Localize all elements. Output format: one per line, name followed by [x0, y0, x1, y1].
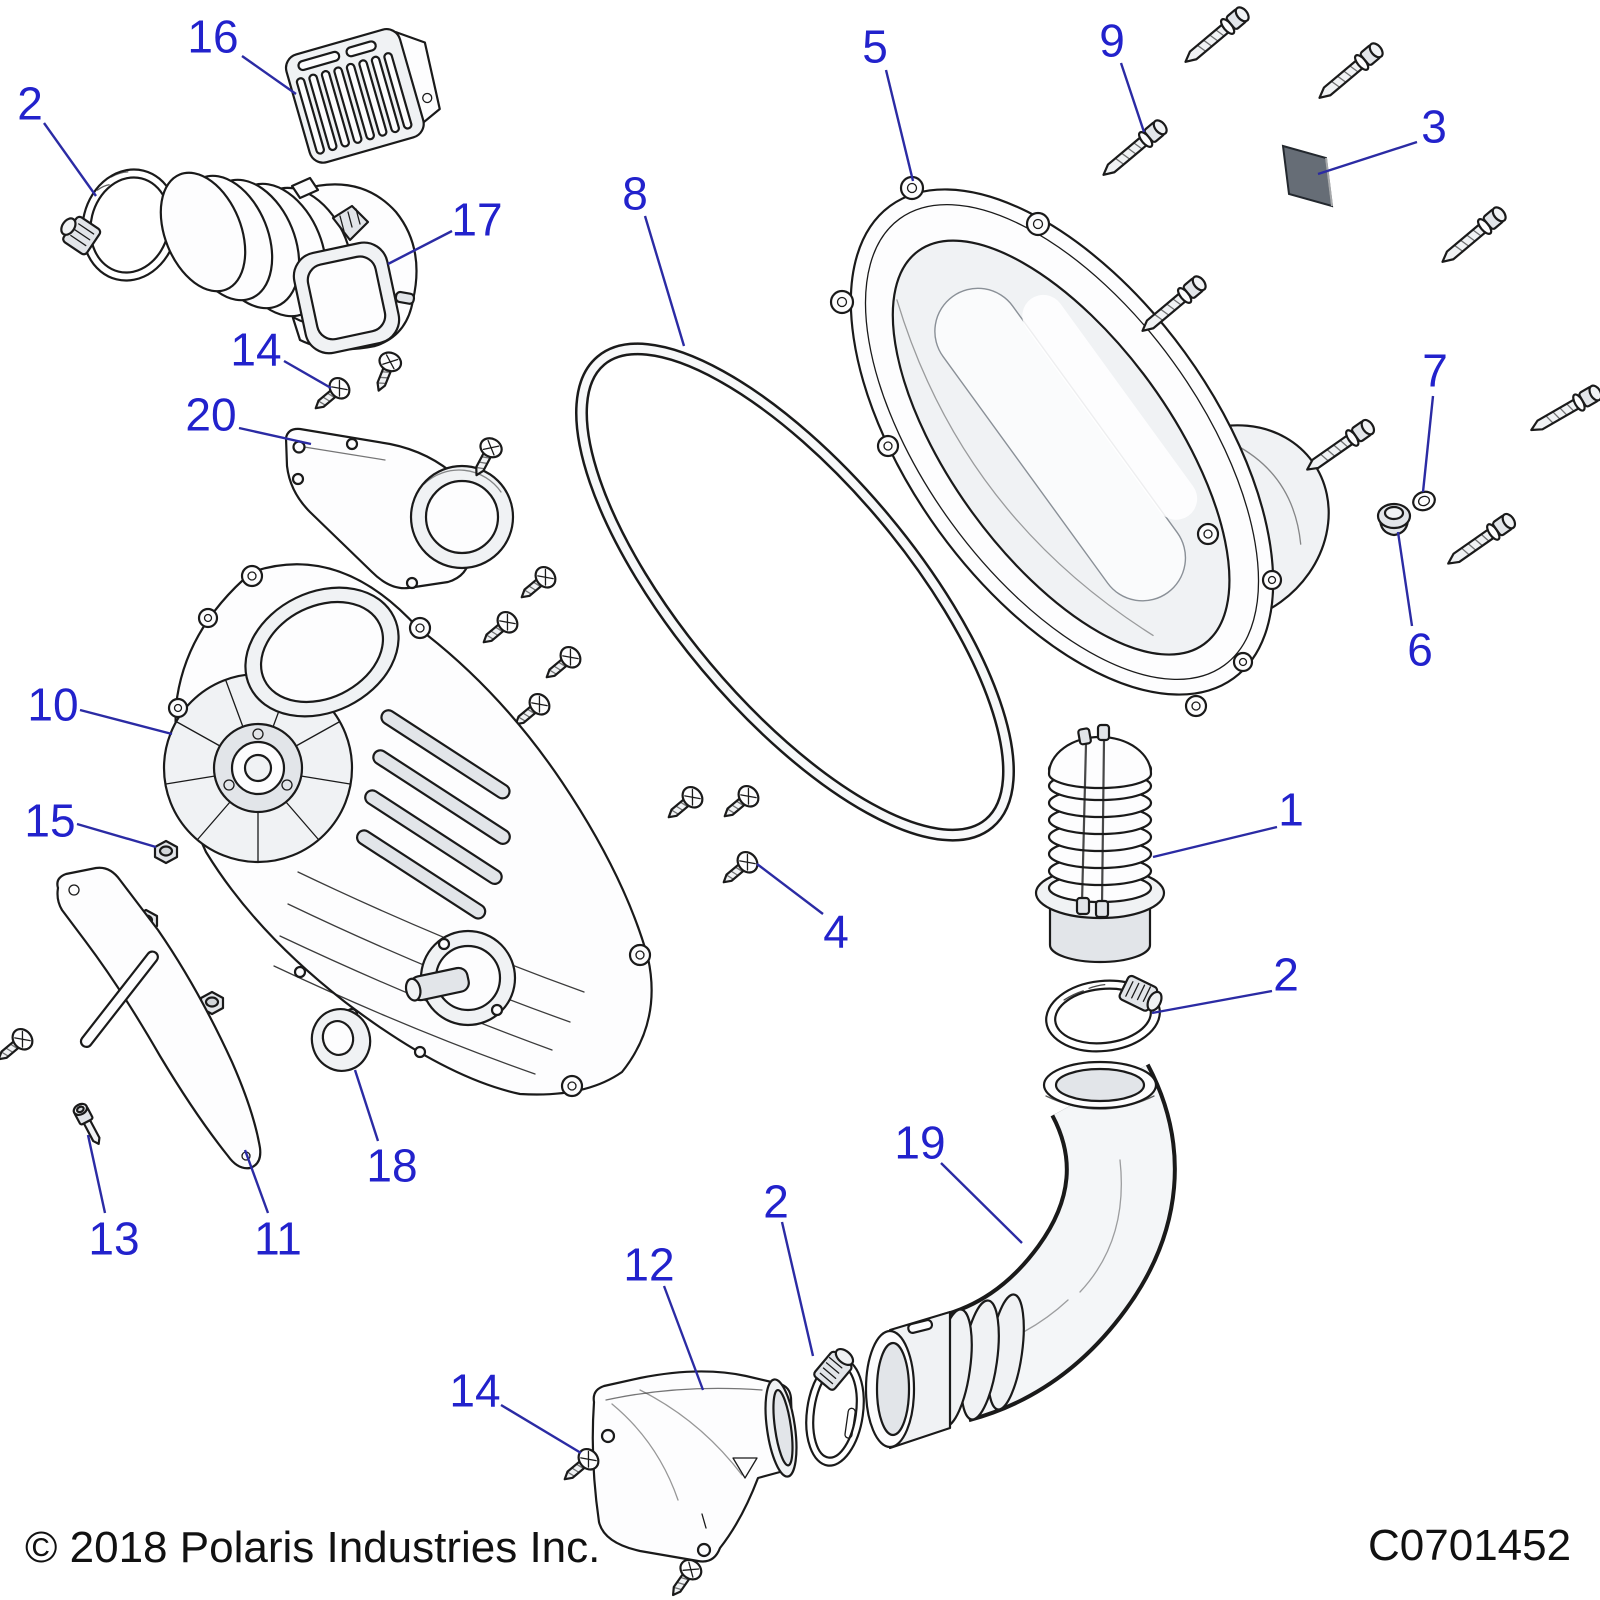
- screw-icon: [513, 561, 561, 607]
- leader-line-14: [500, 1403, 582, 1455]
- screw-icon: [475, 606, 523, 652]
- bolt-icon: [1096, 116, 1171, 183]
- callout-19: 19: [894, 1117, 945, 1169]
- callout-18: 18: [366, 1140, 417, 1192]
- leader-line-4: [756, 863, 824, 915]
- screw-icon: [660, 781, 708, 827]
- leader-line-2: [1151, 989, 1273, 1015]
- bolt-icon: [1312, 39, 1387, 106]
- callout-14: 14: [230, 324, 281, 376]
- part-19-intake-hose: [864, 1060, 1177, 1450]
- screw-icon: [367, 348, 405, 396]
- leader-line-14: [283, 359, 332, 390]
- cover-lugs: [167, 564, 652, 1098]
- part-18-seal-ring: [310, 1008, 372, 1072]
- callout-3: 3: [1421, 101, 1447, 153]
- callout-13: 13: [88, 1213, 139, 1265]
- callout-2: 2: [1273, 949, 1299, 1001]
- screw-icon: [716, 780, 764, 826]
- callout-6: 6: [1407, 624, 1433, 676]
- callout-4: 4: [823, 906, 849, 958]
- leader-line-10: [79, 708, 173, 736]
- part-2-hose-clamp-c: [805, 1347, 865, 1467]
- callout-17: 17: [451, 194, 502, 246]
- part-17-duct-boot: [159, 171, 418, 355]
- bolt-icon: [1178, 3, 1253, 70]
- leader-line-2: [43, 122, 97, 197]
- callout-14: 14: [449, 1365, 500, 1417]
- part-10-inner-clutch-cover: [162, 563, 653, 1098]
- callout-10: 10: [27, 679, 78, 731]
- leader-line-2: [780, 1221, 815, 1357]
- part-3-decal: [1281, 144, 1334, 208]
- leader-line-16: [241, 55, 297, 95]
- part-20-duct-adapter: [284, 427, 515, 590]
- screw-icon: [662, 1554, 707, 1600]
- screw-icon: [307, 372, 355, 418]
- diagram-code-text: C0701452: [1368, 1521, 1571, 1570]
- callout-2: 2: [17, 78, 43, 130]
- leader-line-15: [76, 822, 157, 849]
- part-1-intake-breather: [1034, 723, 1166, 964]
- bolt-icon: [1435, 203, 1510, 270]
- copyright-text: © 2018 Polaris Industries Inc.: [25, 1523, 600, 1572]
- part-12-intake-duct: [591, 1370, 798, 1563]
- part-8-drive-belt: [575, 342, 1015, 842]
- leader-line-18: [353, 1069, 380, 1142]
- leader-line-20: [238, 426, 312, 446]
- leader-line-12: [662, 1285, 705, 1391]
- nut-icon: [153, 839, 179, 865]
- leader-line-19: [940, 1162, 1023, 1244]
- screw-icon: [715, 846, 763, 892]
- leader-line-5: [884, 69, 915, 182]
- bolt-icon: [1300, 415, 1379, 479]
- leader-line-3: [1317, 140, 1418, 176]
- callout-2: 2: [763, 1176, 789, 1228]
- callout-15: 15: [24, 795, 75, 847]
- leader-line-6: [1396, 531, 1414, 627]
- leader-line-1: [1152, 825, 1278, 859]
- screw-icon: [538, 641, 586, 687]
- callout-12: 12: [623, 1239, 674, 1291]
- bolt-icon: [1525, 381, 1600, 439]
- callout-7: 7: [1422, 345, 1448, 397]
- part-6-plug: [1376, 502, 1412, 537]
- leader-line-13: [86, 1134, 107, 1214]
- callout-11: 11: [254, 1213, 302, 1265]
- callout-9: 9: [1099, 15, 1125, 67]
- part-16-vent-grille: [284, 28, 441, 164]
- part-5-outer-clutch-cover: [829, 175, 1330, 718]
- leader-line-9: [1119, 62, 1146, 133]
- part-2-hose-clamp-b: [1045, 974, 1163, 1053]
- bolt-icon: [1441, 509, 1520, 573]
- leader-line-7: [1421, 395, 1435, 493]
- leader-line-8: [643, 215, 686, 347]
- part-7-retaining-ring: [1412, 490, 1436, 512]
- leader-line-17: [387, 229, 453, 266]
- part-11-heat-shield: [56, 866, 262, 1170]
- callout-16: 16: [187, 11, 238, 63]
- callout-8: 8: [622, 168, 648, 220]
- part-2-hose-clamp-a: [60, 168, 179, 282]
- callout-20: 20: [185, 389, 236, 441]
- screw-icon: [0, 1023, 38, 1069]
- leader-line-11: [243, 1149, 270, 1214]
- callout-5: 5: [862, 21, 888, 73]
- callout-1: 1: [1278, 784, 1304, 836]
